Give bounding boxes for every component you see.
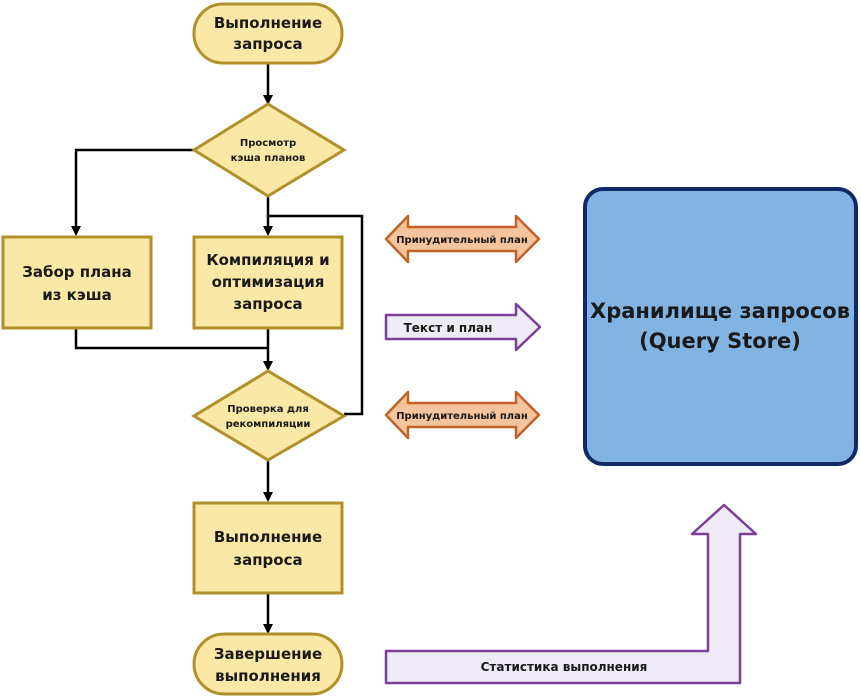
finish-label-1: Завершение	[214, 645, 322, 663]
check-cache-label-2: кэша планов	[231, 153, 306, 164]
process-execute: Выполнение запроса	[192, 501, 344, 595]
exec-stats-label: Статистика выполнения	[481, 660, 648, 674]
text-and-plan-arrow: Текст и план	[384, 302, 542, 352]
compile-label-3: запроса	[233, 295, 302, 313]
decision-check-cache: Просмотр кэша планов	[191, 102, 347, 198]
exec-stats-arrow: Статистика выполнения	[384, 503, 758, 685]
start-label-1: Выполнение	[214, 14, 322, 32]
connectors	[71, 63, 364, 634]
check-recompile-label-2: рекомпиляции	[226, 419, 311, 430]
connector-check-to-fetch	[71, 148, 196, 236]
finish-label-2: выполнения	[215, 667, 321, 685]
finish-terminal: Завершение выполнения	[192, 632, 344, 696]
start-terminal: Выполнение запроса	[192, 2, 344, 65]
query-store-label-2: (Query Store)	[639, 329, 801, 353]
check-recompile-label-1: Проверка для	[227, 404, 309, 415]
forced-plan-arrow-bottom: Принудительный план	[384, 390, 541, 440]
decision-check-recompile: Проверка для рекомпиляции	[191, 369, 347, 462]
execute-label-2: запроса	[233, 551, 302, 569]
text-and-plan-label: Текст и план	[404, 321, 493, 335]
forced-plan-bottom-label: Принудительный план	[396, 411, 528, 422]
forced-plan-top-label: Принудительный план	[396, 235, 528, 246]
process-compile: Компиляция и оптимизация запроса	[192, 235, 344, 330]
query-store-label-1: Хранилище запросов	[590, 299, 850, 323]
query-store-box: Хранилище запросов (Query Store)	[583, 187, 858, 466]
forced-plan-arrow-top: Принудительный план	[384, 214, 541, 264]
compile-label-1: Компиляция и	[206, 251, 329, 269]
connector-recompile-loop	[268, 214, 364, 416]
start-label-2: запроса	[233, 35, 302, 53]
fetch-plan-label-1: Забор плана	[22, 263, 131, 281]
check-cache-label-1: Просмотр	[240, 138, 296, 149]
fetch-plan-label-2: из кэша	[42, 286, 112, 304]
process-fetch-plan: Забор плана из кэша	[1, 235, 153, 330]
compile-label-2: оптимизация	[212, 273, 325, 291]
connector-fetch-to-recompile	[74, 328, 268, 350]
execute-label-1: Выполнение	[214, 528, 322, 546]
